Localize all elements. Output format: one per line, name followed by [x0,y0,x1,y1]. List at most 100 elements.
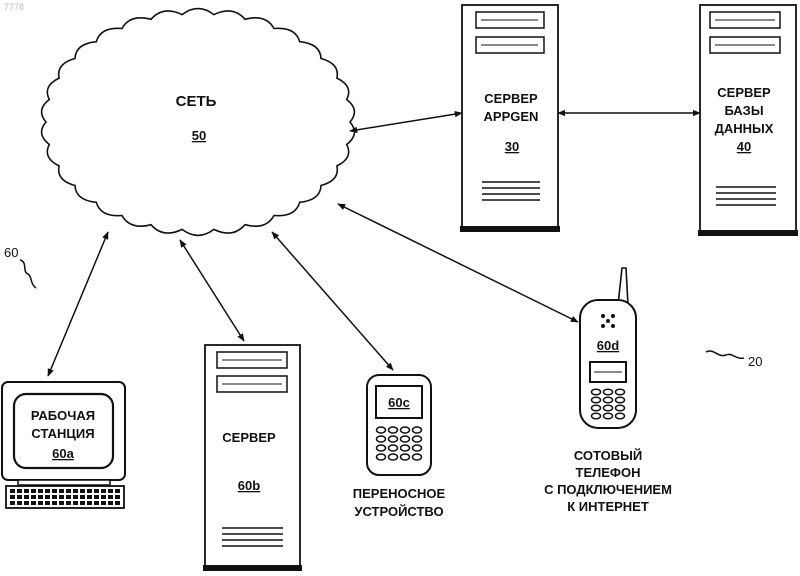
cell-phone-key [604,413,613,419]
appgen-ref: 30 [505,139,519,154]
appgen-label-line-2: APPGEN [484,109,539,124]
portable-device-key [401,445,410,451]
keyboard-key [108,489,113,493]
keyboard-key [115,489,120,493]
keyboard-key [108,501,113,505]
db-tower-base [698,230,798,236]
keyboard [6,486,124,508]
keyboard-key [31,501,36,505]
keyboard-key [115,495,120,499]
cell-phone-key [616,397,625,403]
keyboard-key [101,489,106,493]
keyboard-key [87,495,92,499]
keyboard-key [87,489,92,493]
cell-phone-key [616,413,625,419]
server-label: СЕРВЕР [222,430,276,445]
workstation-ref: 60a [52,446,74,461]
keyboard-key [10,501,15,505]
monitor-base [18,480,110,485]
cell-phone-speaker-dot [611,314,615,318]
portable-device-key [377,445,386,451]
cell-phone-label-line-3: С ПОДКЛЮЧЕНИЕМ [544,482,672,497]
portable-device-key [413,454,422,460]
keyboard-key [108,495,113,499]
portable-device-key [401,436,410,442]
cell-phone-key [604,389,613,395]
keyboard-key [38,495,43,499]
keyboard-key [52,495,57,499]
keyboard-key [59,489,64,493]
network-ref: 50 [192,128,206,143]
appgen-tower-base [460,226,560,232]
portable-device-key [377,427,386,433]
keyboard-key [52,501,57,505]
db-ref: 40 [737,139,751,154]
keyboard-key [66,495,71,499]
keyboard-key [17,495,22,499]
portable-device-label-line-1: ПЕРЕНОСНОЕ [353,486,446,501]
keyboard-key [52,489,57,493]
keyboard-key [59,501,64,505]
server-tower: СЕРВЕР 60b [203,345,302,571]
keyboard-key [66,501,71,505]
keyboard-key [59,495,64,499]
link-network-server [180,240,244,341]
portable-device-key [413,427,422,433]
portable-device-key [413,436,422,442]
keyboard-key [24,501,29,505]
server-ref: 60b [238,478,260,493]
link-network-workstation [48,232,108,376]
keyboard-key [94,495,99,499]
keyboard-key [101,495,106,499]
db-label-line-2: БАЗЫ [724,103,763,118]
keyboard-key [31,489,36,493]
network-cloud: СЕТЬ 50 [42,9,355,236]
portable-device-key [413,445,422,451]
portable-device-key [377,454,386,460]
keyboard-key [31,495,36,499]
workstation: РАБОЧАЯ СТАНЦИЯ 60a [2,382,125,508]
portable-device-key [401,427,410,433]
cell-phone-label-line-2: ТЕЛЕФОН [576,465,641,480]
cell-phone-key [592,397,601,403]
clients-ref: 60 [4,245,18,260]
keyboard-key [24,495,29,499]
cell-phone-speaker-dot [601,324,605,328]
clients-ref-squiggle [20,260,36,288]
keyboard-key [101,501,106,505]
keyboard-key [38,489,43,493]
cell-phone-key [592,405,601,411]
keyboard-key [115,501,120,505]
cell-phone-label-line-1: СОТОВЫЙ [574,448,642,463]
keyboard-key [66,489,71,493]
cell-phone-key [604,405,613,411]
db-label-line-1: СЕРВЕР [717,85,771,100]
cell-phone-speaker-dot [611,324,615,328]
portable-device-key [389,454,398,460]
cell-phone-ref: 60d [597,338,619,353]
network-label: СЕТЬ [176,93,217,110]
cell-phone-label-line-4: К ИНТЕРНЕТ [567,499,649,514]
db-server-tower: СЕРВЕР БАЗЫ ДАННЫХ 40 [698,5,798,236]
cell-phone: 60d СОТОВЫЙ ТЕЛЕФОН С ПОДКЛЮЧЕНИЕМ К ИНТ… [544,268,672,514]
keyboard-key [45,489,50,493]
clients-reference: 60 [4,245,36,288]
portable-device-key [389,436,398,442]
keyboard-key [10,495,15,499]
server-tower-base [203,565,302,571]
keyboard-key [94,501,99,505]
system-reference: 20 [706,351,762,369]
db-label-line-3: ДАННЫХ [715,121,774,136]
keyboard-key [45,495,50,499]
keyboard-key [10,489,15,493]
link-network-appgen [350,113,462,131]
keyboard-key [80,501,85,505]
portable-device-key [389,427,398,433]
keyboard-key [73,501,78,505]
cell-phone-key [616,405,625,411]
keyboard-key [73,495,78,499]
keyboard-key [73,489,78,493]
keyboard-key [38,501,43,505]
portable-device-key [389,445,398,451]
